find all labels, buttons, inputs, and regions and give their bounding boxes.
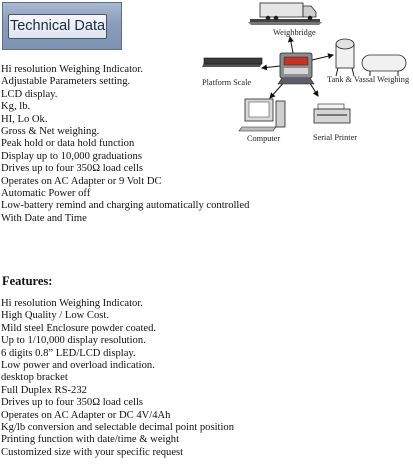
- list-item: Up to 1/10,000 display resolution.: [1, 335, 146, 347]
- list-item: Display up to 10,000 graduations: [1, 150, 142, 162]
- computer-icon: [238, 98, 286, 132]
- printer-label: Serial Printer: [313, 133, 357, 142]
- weighing-indicator-icon: [277, 52, 315, 85]
- technical-data-list: Hi resolution Weighing Indicator. Adjust…: [1, 64, 249, 225]
- computer-label: Computer: [247, 134, 280, 143]
- tank-icon: [335, 38, 407, 77]
- list-item: With Date and Time: [1, 212, 87, 224]
- list-item: Adjustable Parameters setting.: [1, 76, 131, 88]
- truck-icon: [248, 2, 322, 25]
- list-item: Gross & Net weighing.: [1, 125, 100, 137]
- weighbridge-label: Weighbridge: [273, 28, 316, 37]
- list-item: Customized size with your specific reque…: [1, 446, 184, 458]
- list-item: LCD display.: [1, 88, 58, 100]
- list-item: High Quality / Low Cost.: [1, 310, 109, 322]
- list-item: Peak hold or data hold function: [1, 138, 135, 150]
- list-item: Automatic Power off: [1, 187, 91, 199]
- platform-scale-icon: [202, 57, 263, 67]
- list-item: Mild steel Enclosure powder coated.: [1, 322, 157, 334]
- technical-data-banner: Technical Data: [2, 2, 122, 50]
- list-item: Operates on AC Adapter or DC 4V/4Ah: [1, 409, 171, 421]
- list-item: 6 digits 0.8” LED/LCD display.: [1, 347, 136, 359]
- list-item: Drives up to four 350Ω load cells: [1, 163, 144, 175]
- features-heading: Features:: [2, 274, 53, 288]
- list-item: Hi resolution Weighing Indicator.: [1, 298, 143, 309]
- list-item: HI, Lo Ok.: [1, 113, 48, 125]
- connection-diagram: Weighbridge Platform Scale Tank & Vassal…: [202, 2, 409, 143]
- printer-icon: [313, 103, 351, 124]
- features-list: Hi resolution Weighing Indicator. High Q…: [1, 298, 234, 459]
- list-item: Printing function with date/time & weigh…: [1, 434, 180, 446]
- technical-data-title: Technical Data: [8, 14, 107, 39]
- list-item: Drives up to four 350Ω load cells: [1, 397, 144, 409]
- list-item: Hi resolution Weighing Indicator.: [1, 64, 143, 75]
- list-item: Kg, lb.: [1, 101, 31, 113]
- list-item: Low-battery remind and charging automati…: [1, 200, 250, 212]
- list-item: Kg/lb conversion and selectable decimal …: [1, 421, 235, 433]
- list-item: Full Duplex RS-232: [1, 384, 87, 396]
- list-item: Operates on AC Adapter or 9 Volt DC: [1, 175, 162, 187]
- list-item: desktop bracket: [1, 372, 68, 384]
- platform-scale-label: Platform Scale: [202, 78, 251, 87]
- tank-label: Tank & Vassal Weighing: [327, 75, 409, 84]
- list-item: Low power and overload indication.: [1, 359, 155, 371]
